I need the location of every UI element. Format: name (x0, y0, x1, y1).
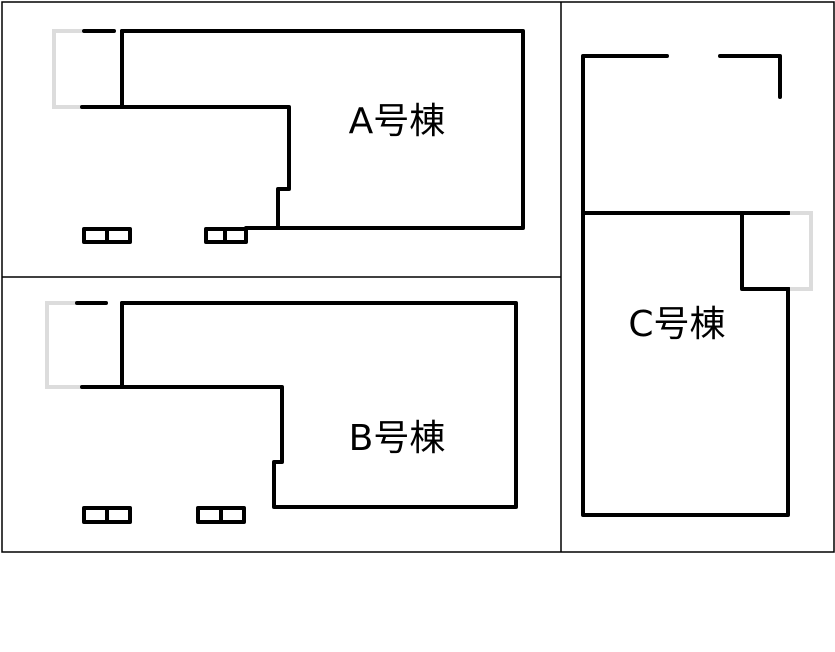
building-b-label: B号棟 (349, 418, 446, 459)
entrance-outline (790, 211, 813, 291)
window-icon (82, 506, 132, 524)
entrance-outline (45, 301, 82, 389)
frame (1, 1, 835, 553)
window-icon (204, 227, 248, 244)
building-c[interactable]: C号棟 (581, 54, 813, 517)
building-a-label: A号棟 (349, 101, 446, 142)
building-c-label: C号棟 (628, 304, 725, 345)
building-b[interactable]: B号棟 (45, 301, 518, 524)
window-icon (196, 506, 246, 524)
window-icon (82, 227, 132, 244)
building-a[interactable]: A号棟 (52, 29, 525, 244)
entrance-outline (52, 29, 82, 109)
